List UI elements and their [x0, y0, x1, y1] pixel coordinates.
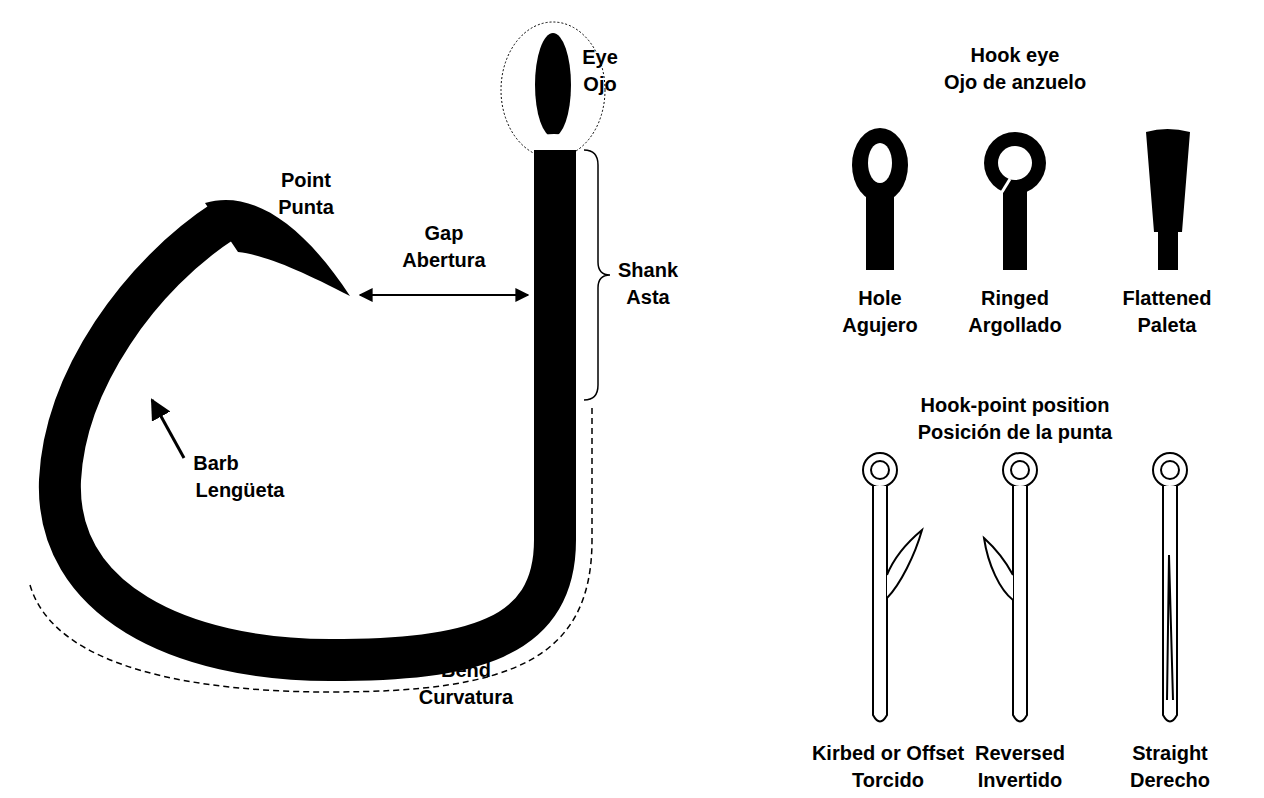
part-label: Ojo de anzuelo: [944, 70, 1086, 94]
part-label: Asta: [626, 285, 669, 309]
part-label: Point: [281, 168, 331, 192]
part-label: Flattened: [1123, 286, 1212, 310]
part-label: Hole: [858, 286, 901, 310]
part-label: Straight: [1132, 741, 1208, 765]
hook-point-types: [863, 453, 1187, 722]
part-label: Punta: [278, 195, 334, 219]
part-label: Torcido: [852, 768, 924, 792]
part-label: Posición de la punta: [918, 420, 1112, 444]
part-label: Shank: [618, 258, 678, 282]
part-label: Paleta: [1138, 313, 1197, 337]
part-label: Barb: [193, 451, 239, 475]
part-label: Curvatura: [419, 685, 513, 709]
part-label: Gap: [425, 221, 464, 245]
part-label: Lengüeta: [196, 478, 285, 502]
part-label: Ojo: [583, 72, 616, 96]
part-label: Derecho: [1130, 768, 1210, 792]
part-label: Agujero: [842, 313, 918, 337]
part-label: Bend: [441, 658, 491, 682]
part-label: Argollado: [968, 313, 1061, 337]
part-label: Kirbed or Offset: [812, 741, 964, 765]
part-label: Hook-point position: [921, 393, 1110, 417]
hook-eye-types: [852, 128, 1190, 270]
part-label: Eye: [582, 45, 618, 69]
main-hook: [30, 22, 610, 692]
part-label: Ringed: [981, 286, 1049, 310]
part-label: Hook eye: [971, 43, 1060, 67]
part-label: Reversed: [975, 741, 1065, 765]
part-label: Invertido: [978, 768, 1062, 792]
part-label: Abertura: [402, 248, 485, 272]
